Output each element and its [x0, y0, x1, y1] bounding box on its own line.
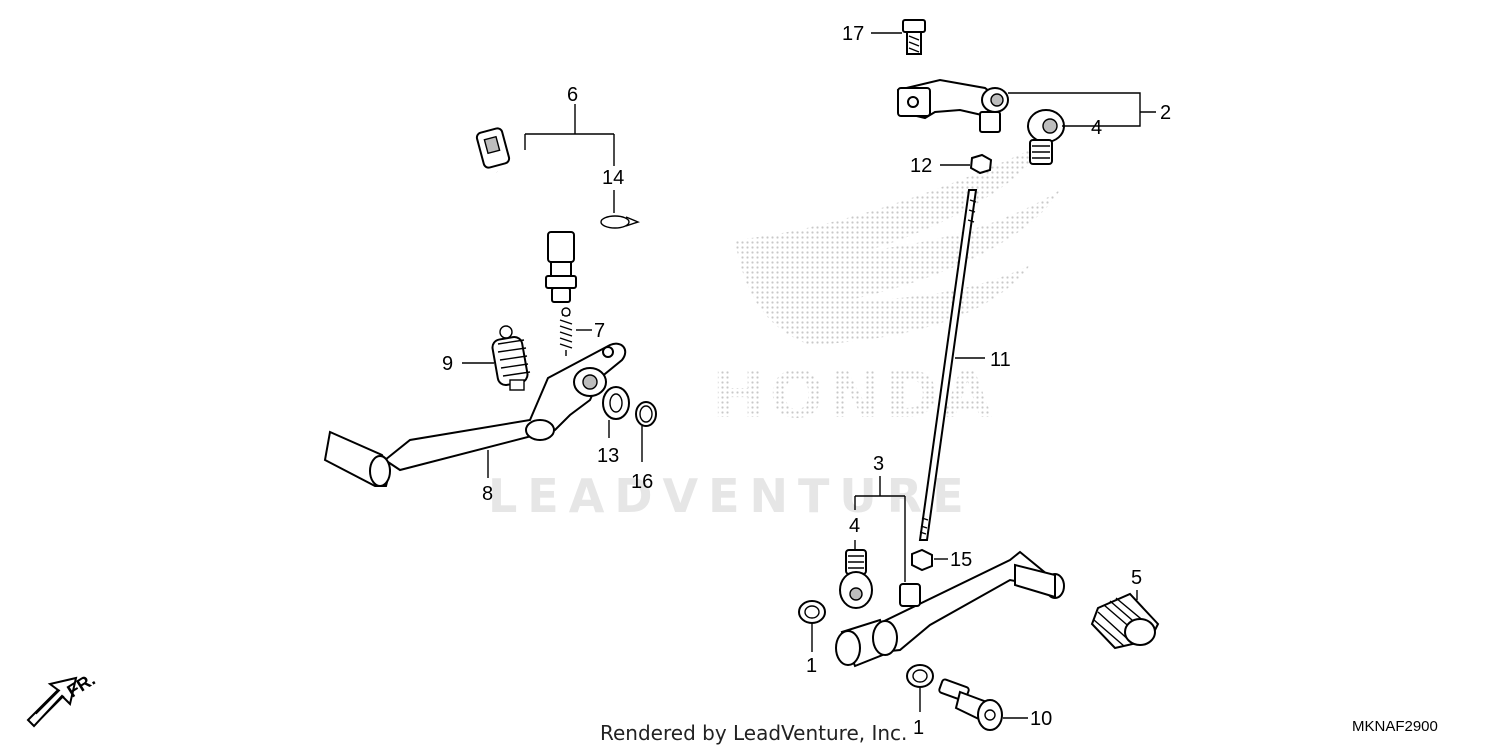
gearshift-pedal	[835, 550, 1065, 668]
neutral-switch-6	[475, 127, 577, 303]
callout-5: 5	[1131, 567, 1142, 589]
callout-4-upper: 4	[1091, 117, 1102, 139]
callout-4-lower: 4	[849, 515, 860, 537]
honda-wing-watermark: HONDA	[712, 140, 1060, 433]
pivot-bolt-10	[938, 678, 1003, 731]
washer-1-right	[906, 664, 934, 688]
callout-2: 2	[1160, 102, 1171, 124]
ball-joint-4-lower	[839, 549, 873, 609]
callout-10: 10	[1030, 708, 1052, 730]
honda-watermark-text: HONDA	[712, 359, 996, 433]
spring-7	[559, 307, 573, 356]
callout-8: 8	[482, 483, 493, 505]
callout-16: 16	[631, 471, 653, 493]
tie-rod-11	[918, 189, 978, 541]
callout-13: 13	[597, 445, 619, 467]
bolt-17	[902, 19, 926, 55]
callout-12: 12	[910, 155, 932, 177]
ball-joint-4-upper	[1027, 109, 1065, 165]
callout-15: 15	[950, 549, 972, 571]
callout-7: 7	[594, 320, 605, 342]
washer-13	[602, 386, 630, 420]
front-direction-arrow-icon	[26, 676, 78, 728]
diagram-code: MKNAF2900	[1352, 718, 1438, 735]
nut-15	[911, 548, 933, 572]
shift-arm-2	[896, 78, 1009, 133]
callout-1-right: 1	[913, 717, 924, 739]
leader-3	[854, 476, 906, 582]
callout-1-left: 1	[806, 655, 817, 677]
callout-14: 14	[602, 167, 624, 189]
callout-11: 11	[990, 349, 1011, 371]
callout-6: 6	[567, 84, 578, 106]
callout-9: 9	[442, 353, 453, 375]
washer-1-left	[798, 600, 826, 624]
spring-9	[491, 325, 531, 391]
pedal-rubber-5	[1090, 592, 1160, 650]
leader-2	[1008, 92, 1156, 127]
clip-14	[600, 215, 640, 229]
rendered-by-footer: Rendered by LeadVenture, Inc.	[600, 721, 907, 745]
brake-pedal-8	[323, 342, 627, 487]
callout-3: 3	[873, 453, 884, 475]
leader-6	[524, 104, 615, 166]
nut-12	[969, 153, 993, 175]
circlip-16	[635, 401, 657, 427]
callout-17: 17	[842, 23, 864, 45]
